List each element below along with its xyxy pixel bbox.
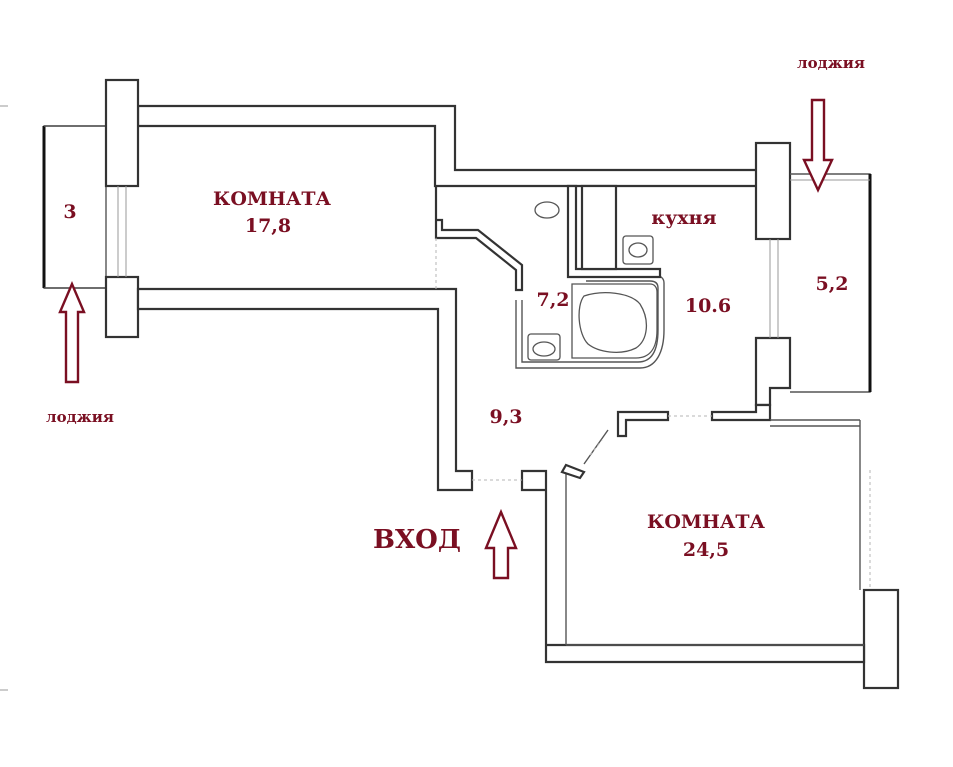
bathroom-area: 7,2 (536, 289, 569, 311)
room-2-area: 24,5 (683, 539, 729, 561)
room-1-name: КОМНАТА (213, 188, 331, 210)
walls-room-2 (472, 403, 900, 690)
loggia-right (790, 173, 872, 393)
loggia-label-bottom: лоджия (46, 408, 114, 426)
arrow-down-right-loggia-icon (802, 98, 834, 193)
walls-bathroom (434, 184, 665, 369)
room-2-name: КОМНАТА (647, 511, 765, 533)
walls-room-1 (104, 78, 762, 492)
loggia-right-area: 5,2 (815, 273, 848, 295)
entrance-label: ВХОД (373, 525, 461, 555)
walls-kitchen (622, 141, 792, 407)
kitchen-name: кухня (651, 207, 716, 229)
loggia-label-top: лоджия (797, 54, 865, 72)
loggia-left-area: 3 (63, 201, 76, 223)
hall-area: 9,3 (489, 406, 522, 428)
room-1-area: 17,8 (245, 215, 291, 237)
kitchen-area: 10.6 (685, 295, 731, 317)
arrow-up-left-loggia-icon (58, 280, 86, 384)
arrow-up-entrance-icon (484, 508, 518, 580)
